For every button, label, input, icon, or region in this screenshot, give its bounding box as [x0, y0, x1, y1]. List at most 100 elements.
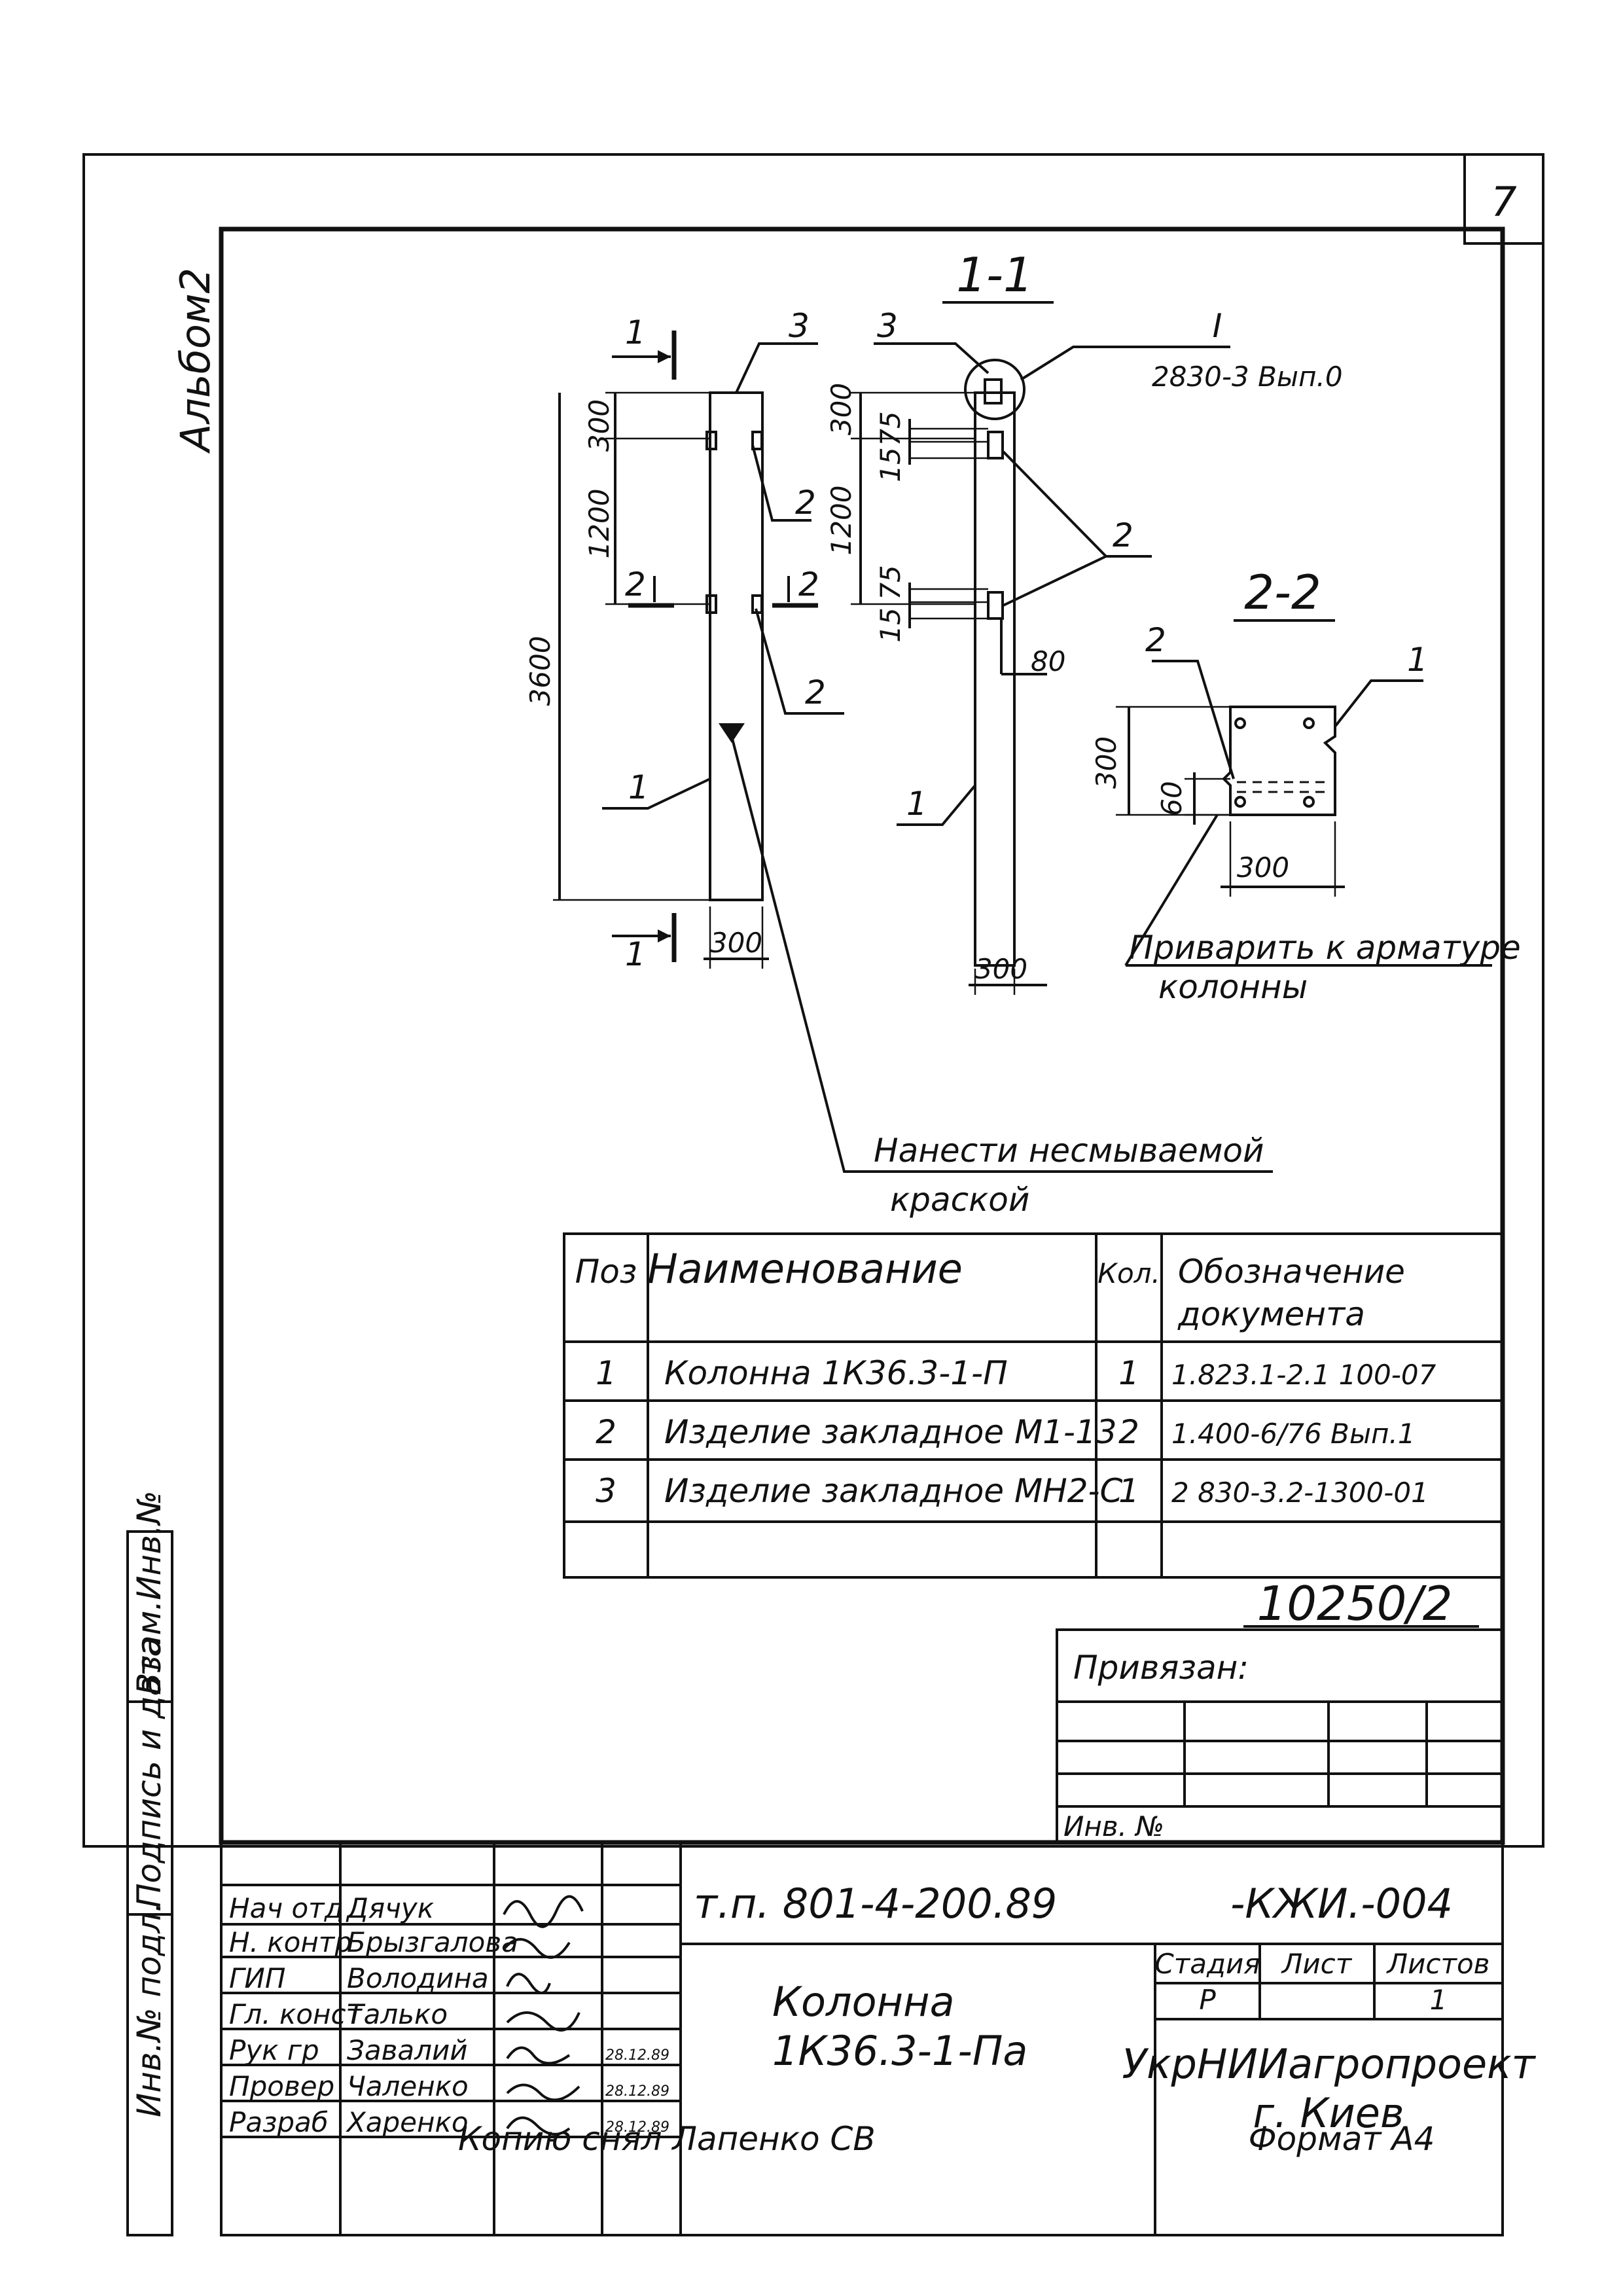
side-leader-pos-3: [874, 342, 990, 374]
s2-leader-pos-2: [1152, 660, 1235, 780]
spec-row-1-qty: 1: [1118, 1354, 1139, 1392]
plate-hole-4: [1303, 796, 1315, 808]
spec-header-doc-2: документа: [1177, 1295, 1365, 1333]
side-dim-15: 15: [874, 447, 906, 482]
weld-note-line2: колонны: [1158, 968, 1308, 1006]
signature-4: [506, 2011, 580, 2032]
sheet-number-box: [1463, 153, 1544, 245]
side-column-body: [974, 391, 1016, 967]
tb-sheet-label: Лист: [1281, 1948, 1353, 1980]
leader-pos-2b: [755, 608, 844, 715]
spec-row-2-name: Изделие закладное М1-13: [664, 1413, 1117, 1451]
spec-table: [563, 1232, 1505, 1579]
plate-hole-3: [1234, 796, 1246, 808]
dim-1200: 1200: [583, 489, 615, 559]
plate-outline: [1222, 706, 1336, 816]
side-dim-width: 300: [975, 953, 1027, 985]
side-dim-75a: 75: [874, 411, 906, 446]
signature-1: [503, 1895, 584, 1928]
plate-top-left: [705, 431, 717, 450]
side-pos-1: 1: [906, 785, 927, 823]
tb-date-3: 28.12.89: [605, 2119, 669, 2136]
signature-5: [506, 2046, 571, 2065]
spec-table-border: [563, 1232, 1505, 1579]
side-dim-1200: 1200: [825, 486, 857, 556]
tb-name-4: Талько: [347, 1998, 448, 2030]
spec-row-2-pos: 2: [596, 1413, 616, 1451]
tb-title-line1: Колонна: [772, 1978, 955, 2026]
tb-name-6: Чаленко: [347, 2070, 469, 2102]
side-leader-2a: [1002, 450, 1107, 558]
spec-header-qty: Кол.: [1097, 1257, 1160, 1289]
side-stamp-podpis: Подпись и дата: [130, 1637, 168, 1908]
signature-6: [506, 2083, 580, 2102]
tb-role-4: Гл. конст: [229, 1998, 363, 2030]
cut-2-right-label: 2: [798, 565, 819, 603]
spec-row-3-doc: 2 830-3.2-1300-01: [1171, 1477, 1429, 1509]
tb-org-line1: УкрНИИагропроект: [1122, 2040, 1536, 2088]
side-plate-top: [984, 378, 1003, 404]
paint-note-line2: краской: [890, 1181, 1029, 1219]
tb-doc-code: -КЖИ.-004: [1230, 1880, 1453, 1928]
cut-1-bottom-label: 1: [625, 935, 646, 973]
side-dim-300: 300: [825, 383, 857, 435]
node-ref: 2830-3 Вып.0: [1152, 361, 1343, 393]
tb-role-6: Провер: [229, 2070, 334, 2102]
tb-role-7: Разраб: [229, 2106, 329, 2138]
spec-row-2-qty: 2: [1118, 1413, 1139, 1451]
spec-header-name: Наименование: [647, 1245, 963, 1293]
side-pos-2: 2: [1113, 516, 1133, 554]
cut-1-top-arrowhead: [658, 350, 671, 363]
sheet-number: 7: [1491, 178, 1516, 226]
signature-7: [506, 2116, 571, 2136]
tb-role-3: ГИП: [229, 1962, 285, 1994]
leader-pos-3: [735, 342, 818, 393]
paint-note-line1: Нанести несмываемой: [874, 1132, 1264, 1170]
side-leader-pos-1: [897, 784, 976, 826]
side-leader-2b: [1003, 555, 1107, 607]
tb-name-5: Завалий: [347, 2034, 468, 2066]
tb-sheets-value: 1: [1430, 1984, 1448, 2016]
s2-pos-1: 1: [1407, 641, 1428, 679]
side-stamp-vzam: Взам.Инв.№: [130, 1490, 168, 1695]
plate-top-right: [751, 431, 763, 450]
spec-row-1-doc: 1.823.1-2.1 100-07: [1171, 1359, 1436, 1391]
side-dim-80: 80: [1031, 645, 1065, 677]
s2-weld-leader: [1124, 814, 1219, 967]
s2-dim-300-h: 300: [1090, 736, 1122, 789]
tb-name-1: Дячук: [346, 1892, 435, 1924]
title-block: [220, 1841, 1504, 2236]
title-block-border: [220, 1841, 1504, 2236]
dim-top-300: 300: [583, 399, 615, 452]
spec-row-3-pos: 3: [596, 1472, 616, 1510]
dim-3600: 3600: [524, 636, 556, 706]
side-stamp-inv: Инв.№ подл.: [130, 1902, 168, 2117]
side-dim-15b: 15: [874, 607, 906, 642]
tb-sheets-label: Листов: [1386, 1948, 1490, 1980]
tb-stage-label: Стадия: [1154, 1948, 1260, 1980]
side-plate-lower: [987, 591, 1004, 620]
cut-1-top-label: 1: [625, 314, 646, 351]
plate-hole-2: [1303, 717, 1315, 729]
dim-width-300: 300: [710, 927, 762, 959]
section-2-plate: [1222, 706, 1336, 816]
cut-2-left-label: 2: [625, 565, 646, 603]
s2-leader-pos-1: [1334, 679, 1423, 728]
tb-name-2: Брызгалова: [347, 1926, 518, 1958]
tb-org-line2: г. Киев: [1253, 2089, 1404, 2137]
paint-note-leader: [730, 736, 870, 1173]
leader-pos-2a: [751, 444, 812, 522]
node-label: I: [1213, 307, 1222, 345]
paint-mark-triangle: [719, 723, 745, 743]
binding-inv-label: Инв. №: [1063, 1810, 1164, 1842]
tb-name-3: Володина: [347, 1962, 489, 1994]
spec-header-pos: Поз: [575, 1253, 637, 1291]
spec-row-1-pos: 1: [596, 1354, 616, 1392]
spec-row-1-name: Колонна 1К36.3-1-П: [664, 1354, 1008, 1392]
column-side-section: [964, 359, 1026, 967]
signature-3: [506, 1973, 551, 1994]
tb-date-2: 28.12.89: [605, 2083, 669, 2100]
node-leader: [1020, 346, 1230, 381]
tb-name-7: Харенко: [346, 2106, 469, 2138]
